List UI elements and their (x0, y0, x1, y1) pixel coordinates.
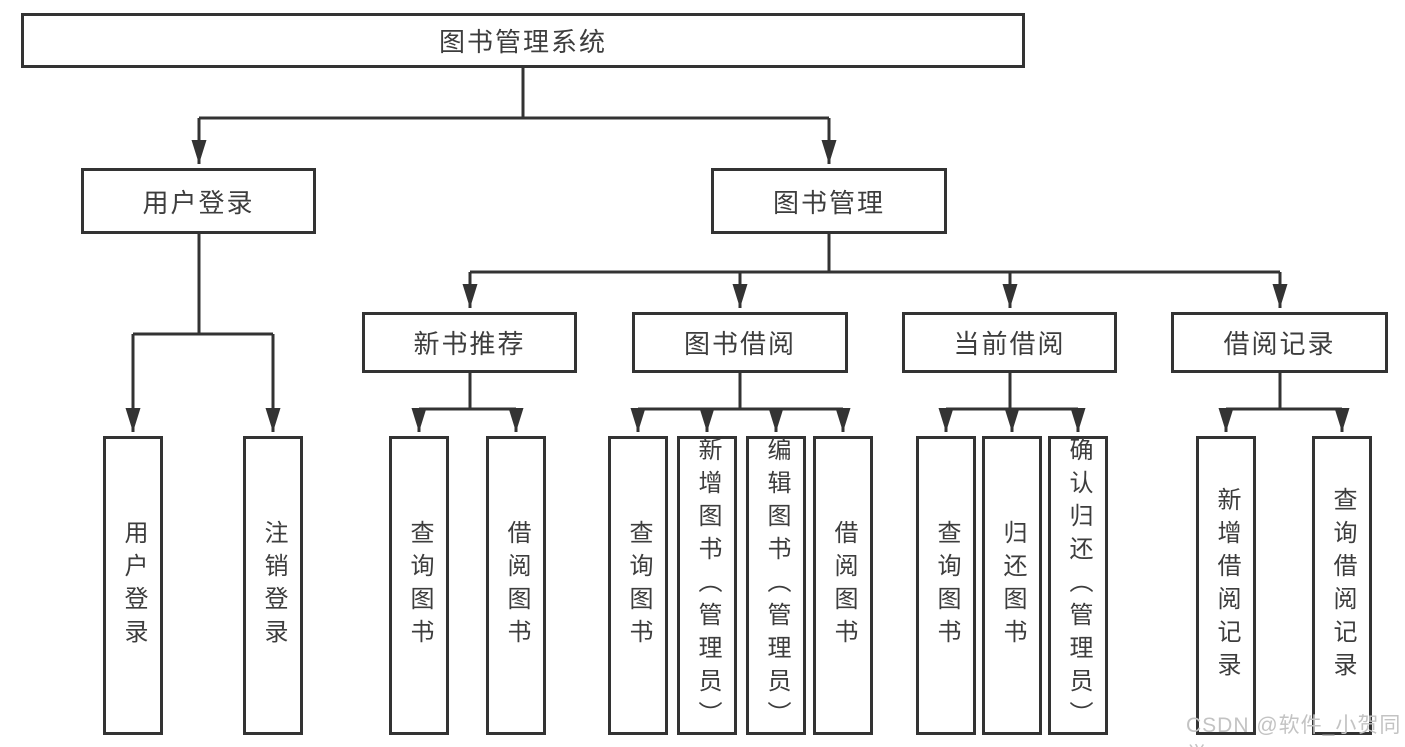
leaf-add-book-admin: 新增图书（管理员） (677, 436, 737, 735)
leaf-add-borrow-record: 新增借阅记录 (1196, 436, 1256, 735)
node-current-borrow: 当前借阅 (902, 312, 1117, 373)
connector-book-borrow-group (638, 371, 843, 411)
leaf-user-login: 用户登录 (103, 436, 163, 735)
connector-borrow-record-group (1226, 371, 1342, 411)
leaf-logout: 注销登录 (243, 436, 303, 735)
leaf-confirm-return-admin: 确认归还（管理员） (1048, 436, 1108, 735)
leaf-query-books-3: 查询图书 (916, 436, 976, 735)
leaf-return-book: 归还图书 (982, 436, 1042, 735)
leaf-borrow-books-1: 借阅图书 (486, 436, 546, 735)
leaf-borrow-books-2: 借阅图书 (813, 436, 873, 735)
node-book-management: 图书管理 (711, 168, 947, 234)
node-book-borrow: 图书借阅 (632, 312, 848, 373)
connector-book-mgmt-split (470, 232, 1280, 274)
leaf-query-books-1: 查询图书 (389, 436, 449, 735)
node-user-login: 用户登录 (81, 168, 316, 234)
node-new-book-recommend: 新书推荐 (362, 312, 577, 373)
node-root: 图书管理系统 (21, 13, 1025, 68)
leaf-query-borrow-record: 查询借阅记录 (1312, 436, 1372, 735)
connector-user-login-group (133, 232, 273, 336)
leaf-edit-book-admin: 编辑图书（管理员） (746, 436, 806, 735)
node-borrow-records: 借阅记录 (1171, 312, 1388, 373)
leaf-query-books-2: 查询图书 (608, 436, 668, 735)
connector-new-book-group (419, 371, 516, 411)
connector-root-split (199, 66, 829, 120)
connector-current-borrow-group (946, 371, 1078, 411)
